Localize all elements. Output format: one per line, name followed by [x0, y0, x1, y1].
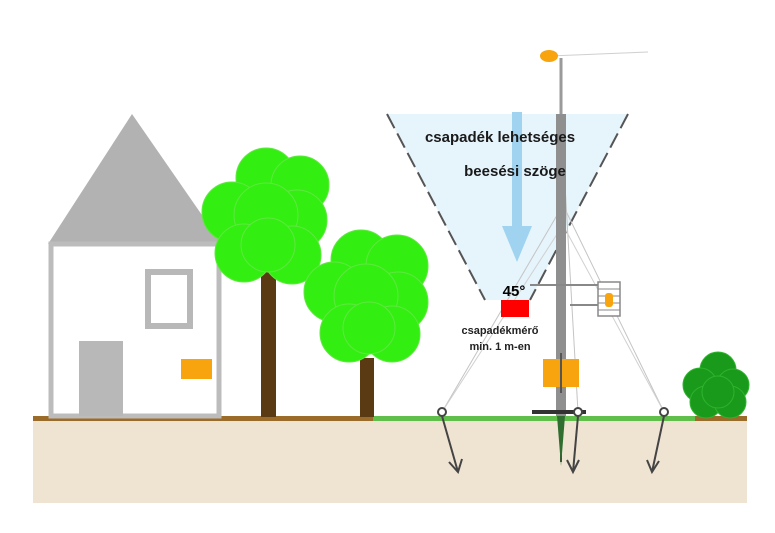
weather-mast [441, 50, 665, 416]
angle-label: 45° [503, 283, 526, 300]
mast-foundation-spike [557, 416, 565, 466]
house-roof [48, 114, 222, 244]
cone-label-line1: csapadék lehetséges [425, 129, 575, 146]
gauge-label-line2: min. 1 m-en [469, 341, 530, 353]
guy-wire [562, 224, 665, 413]
tree-left-trunk [261, 262, 276, 417]
tree-left-foliage [201, 147, 330, 285]
guy-wire [441, 224, 564, 413]
mast-pole [556, 114, 566, 416]
house-sign [181, 359, 212, 379]
gauge-label-line1: csapadékmérő [461, 325, 538, 337]
tree-left [201, 147, 330, 417]
tree-middle-trunk [360, 358, 374, 417]
rain-arrow [502, 112, 532, 262]
tree-middle [303, 229, 429, 417]
rain-gauge [501, 300, 529, 317]
wind-vane-icon [540, 50, 558, 62]
wind-vane-arm [549, 51, 649, 57]
tree-middle-foliage [303, 229, 429, 363]
cone-label-line2: beesési szöge [464, 163, 566, 180]
radiation-shield [597, 281, 621, 317]
cone-fill [387, 114, 628, 300]
grass-strip [373, 416, 695, 421]
house-window [145, 269, 193, 329]
soil-line-right [695, 416, 747, 421]
ground [33, 421, 747, 503]
mast-base [532, 410, 586, 414]
cone-edge-left [386, 113, 486, 301]
precipitation-cone [386, 112, 629, 301]
house-wall [48, 241, 222, 419]
house [48, 114, 222, 419]
cone-edge-right [529, 113, 629, 301]
bush [682, 351, 750, 419]
house-door [79, 341, 123, 416]
